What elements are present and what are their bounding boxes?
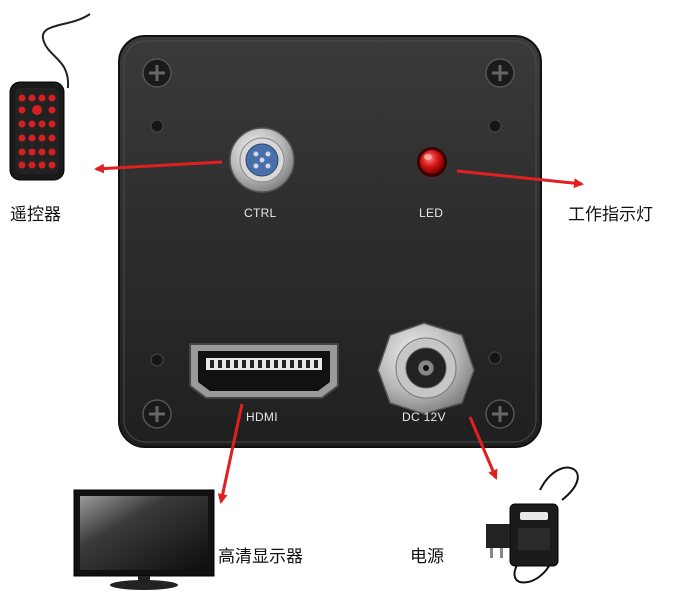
remote-control-icon [9,13,91,181]
dc-12v-label: DC 12V [402,410,446,424]
led-indicator-icon [417,147,447,177]
monitor-callout: 高清显示器 [218,547,303,567]
remote-callout: 遥控器 [10,205,61,225]
screw-top-left-icon [142,58,172,88]
monitor-icon [73,489,215,590]
indicator-callout: 工作指示灯 [568,205,653,225]
dc-power-jack-icon [377,322,475,415]
screw-bottom-right-icon [485,399,515,429]
hdmi-port-icon [189,343,339,399]
power-callout: 电源 [410,547,444,567]
mount-holes [150,119,502,367]
power-adapter-icon [486,466,579,584]
led-label: LED [419,206,444,220]
screw-bottom-left-icon [142,399,172,429]
screw-top-right-icon [485,58,515,88]
arrows [94,160,584,504]
ctrl-connector-icon [229,127,295,193]
ctrl-label: CTRL [244,206,277,220]
hdmi-label: HDMI [246,410,278,424]
